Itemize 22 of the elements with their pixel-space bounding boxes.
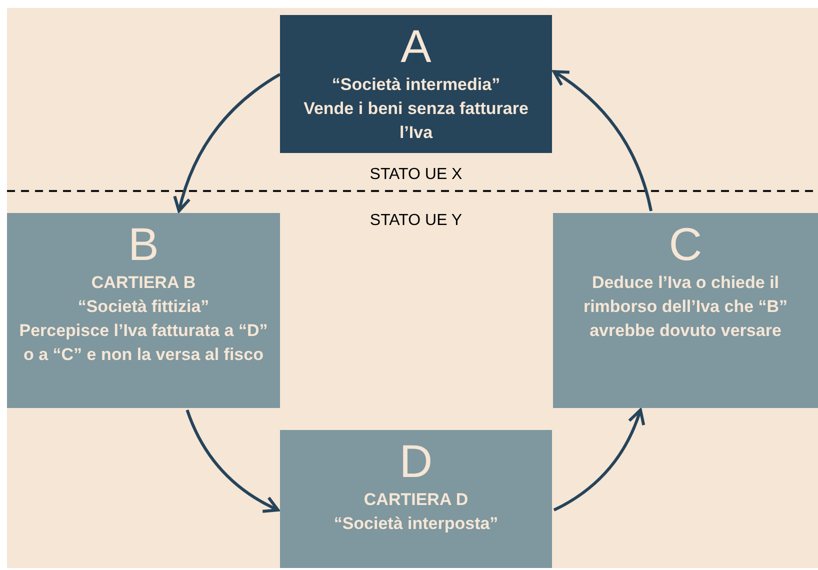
curved-arrow bbox=[186, 409, 280, 512]
box-text: “Società interposta” bbox=[334, 513, 498, 535]
box-letter: C bbox=[668, 217, 702, 271]
box-text: Deduce l’Iva o chiede il rimborso dell’Iva che “B” avrebbe dovuto versare bbox=[582, 272, 789, 342]
process-box bbox=[280, 430, 552, 568]
box-text: “Società intermedia” bbox=[332, 74, 500, 96]
box-text: “Società fittizia” bbox=[78, 296, 210, 318]
process-box bbox=[280, 15, 552, 153]
box-text: Vende i beni senza fatturare l’Iva bbox=[302, 98, 530, 144]
region-label: STATO UE X bbox=[368, 165, 464, 185]
curved-arrow bbox=[174, 73, 281, 212]
region-label: STATO UE Y bbox=[368, 211, 464, 231]
curved-arrow bbox=[553, 408, 645, 512]
box-text: CARTIERA D bbox=[364, 489, 468, 511]
curved-arrow bbox=[552, 70, 653, 212]
box-letter: B bbox=[128, 217, 159, 271]
box-text: Percepisce l’Iva fatturata a “D” o a “C” e non la versa al fisco bbox=[18, 320, 269, 366]
process-box bbox=[553, 213, 818, 408]
box-letter: D bbox=[399, 434, 433, 488]
box-letter: A bbox=[400, 19, 432, 73]
box-text: CARTIERA B bbox=[91, 272, 196, 294]
process-box bbox=[7, 213, 280, 408]
